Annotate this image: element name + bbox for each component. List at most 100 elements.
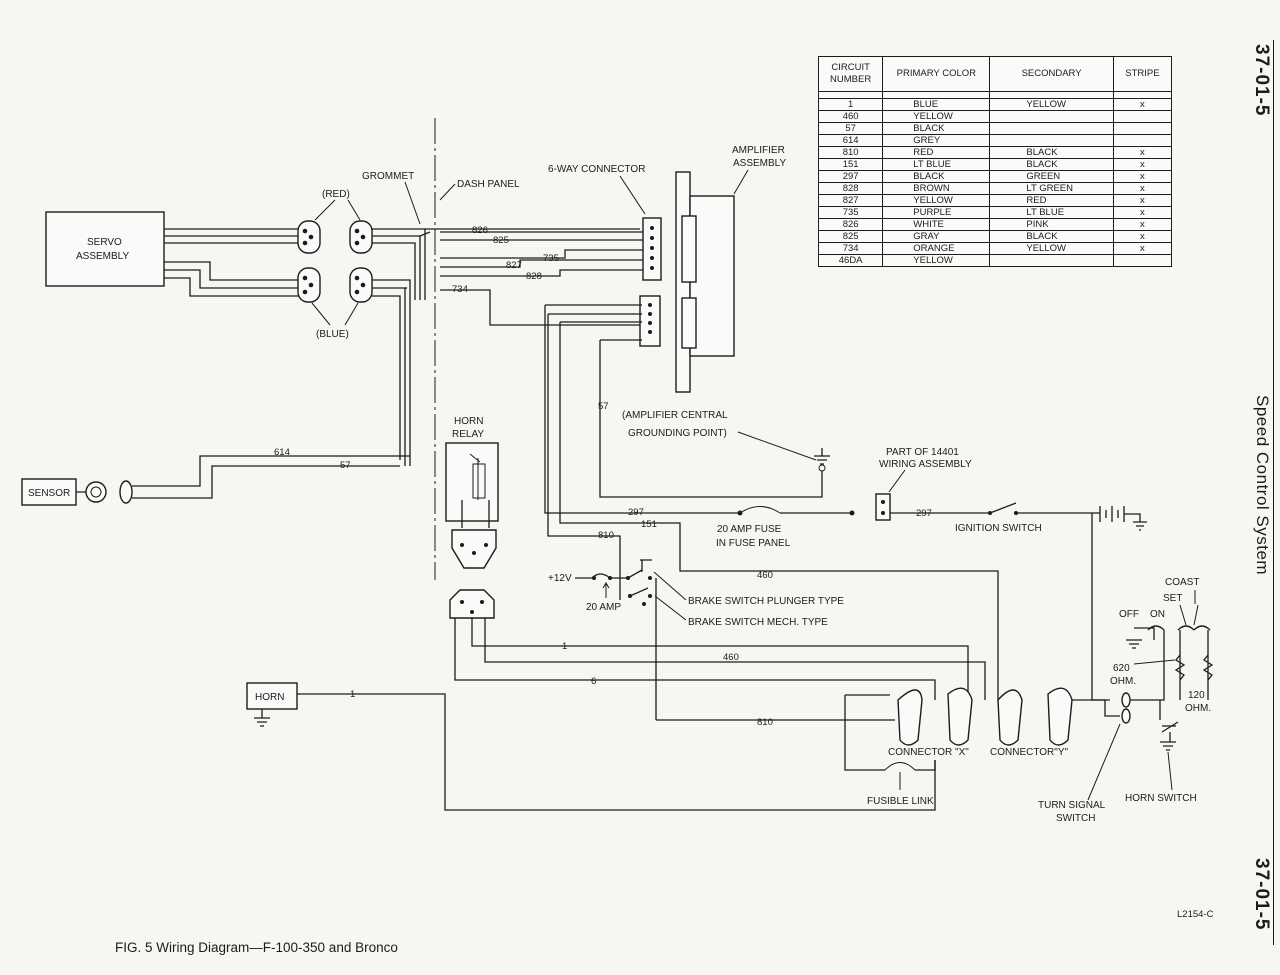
cell-circuit: 1 <box>817 98 884 111</box>
header-primary: PRIMARY COLOR <box>882 56 991 92</box>
amp-ground-label-1: (AMPLIFIER CENTRAL <box>622 410 728 421</box>
connector-x-label: CONNECTOR "X" <box>888 747 969 758</box>
wire-1-label: 1 <box>562 641 567 652</box>
red-connector-right <box>349 220 373 254</box>
cell-secondary: BLACK <box>989 230 1114 243</box>
horn-relay-plug <box>449 589 495 619</box>
header-secondary: SECONDARY <box>989 56 1114 92</box>
blue-connector-right <box>349 267 373 303</box>
cell-circuit: 826 <box>817 218 884 231</box>
horn-switch <box>1160 721 1179 751</box>
table-gap-row <box>817 91 1173 99</box>
cell-primary: YELLOW <box>882 110 991 123</box>
ohm120-label-2: OHM. <box>1185 703 1211 714</box>
cell-circuit: 827 <box>817 194 884 207</box>
horn-switch-label: HORN SWITCH <box>1125 793 1197 804</box>
cell-secondary: LT GREEN <box>989 182 1114 195</box>
cell-primary: YELLOW <box>882 254 991 267</box>
table-header-row: CIRCUIT NUMBER PRIMARY COLOR SECONDARY S… <box>817 56 1173 92</box>
amplifier-assembly <box>675 171 735 393</box>
wire-828-label: 828 <box>526 271 542 282</box>
horn-relay-label-1: HORN <box>454 416 483 427</box>
wire-735-label: 735 <box>543 253 559 264</box>
cell-stripe: x <box>1112 98 1173 111</box>
amplifier-label-1: AMPLIFIER <box>732 145 785 156</box>
connector-y <box>997 687 1073 746</box>
connector-x <box>897 687 973 746</box>
cell-secondary: GREEN <box>989 170 1114 183</box>
set-label: SET <box>1163 593 1182 604</box>
cell-primary: RED <box>882 146 991 159</box>
speed-control-switch <box>1126 590 1214 720</box>
cell-stripe: x <box>1112 158 1173 171</box>
cell-stripe: x <box>1112 230 1173 243</box>
cell-secondary: LT BLUE <box>989 206 1114 219</box>
wire-297-label: 297 <box>628 507 644 518</box>
cell-stripe: x <box>1112 218 1173 231</box>
wire-151-label: 151 <box>641 519 657 530</box>
fuse-symbol <box>739 506 781 514</box>
cell-primary: YELLOW <box>882 194 991 207</box>
cell-circuit: 614 <box>817 134 884 147</box>
battery-symbol <box>1099 506 1147 531</box>
ground-symbol-amp <box>814 448 830 472</box>
brake-mech-label: BRAKE SWITCH MECH. TYPE <box>688 617 828 628</box>
figure-code: L2154-C <box>1177 909 1214 920</box>
cell-secondary: BLACK <box>989 158 1114 171</box>
cell-stripe <box>1112 134 1173 147</box>
cell-circuit: 297 <box>817 170 884 183</box>
header-circuit: CIRCUIT NUMBER <box>817 56 884 92</box>
horn-relay-label-2: RELAY <box>452 429 484 440</box>
on-label: ON <box>1150 609 1165 620</box>
cell-primary: GRAY <box>882 230 991 243</box>
servo-assembly: SERVO ASSEMBLY <box>45 211 165 287</box>
cell-circuit: 460 <box>817 110 884 123</box>
cell-secondary: YELLOW <box>989 242 1114 255</box>
ignition-label: IGNITION SWITCH <box>955 523 1042 534</box>
cell-primary: BLUE <box>882 98 991 111</box>
brake-switch-symbol <box>626 559 657 720</box>
amp20-label: 20 AMP <box>586 602 621 613</box>
cell-secondary <box>989 122 1114 135</box>
cell-primary: ORANGE <box>882 242 991 255</box>
page-code-top: 37-01-5 <box>1251 44 1272 117</box>
six-way-label: 6-WAY CONNECTOR <box>548 164 645 175</box>
wire-810b-label: 810 <box>757 717 773 728</box>
blue-label: (BLUE) <box>316 329 349 340</box>
cell-secondary: BLACK <box>989 146 1114 159</box>
ohm120-label-1: 120 <box>1188 690 1205 701</box>
cell-primary: WHITE <box>882 218 991 231</box>
wire-460b-label: 460 <box>723 652 739 663</box>
cell-stripe: x <box>1112 206 1173 219</box>
fuse-label-2: IN FUSE PANEL <box>716 538 791 549</box>
amplifier-connector-lower <box>639 295 661 347</box>
horn: HORN <box>246 682 298 727</box>
horn-relay <box>445 442 499 569</box>
servo-label-1: SERVO <box>87 237 122 248</box>
wire-614-label: 614 <box>274 447 290 458</box>
cell-secondary: RED <box>989 194 1114 207</box>
part-label-1: PART OF 14401 <box>886 447 959 458</box>
turn-signal-switch <box>1121 692 1131 724</box>
cell-circuit: 828 <box>817 182 884 195</box>
wire-297b-label: 297 <box>916 508 932 519</box>
cell-circuit: 735 <box>817 206 884 219</box>
cell-stripe: x <box>1112 194 1173 207</box>
red-label: (RED) <box>322 189 350 200</box>
cell-stripe <box>1112 122 1173 135</box>
ohm620-label-2: OHM. <box>1110 676 1136 687</box>
amp-ground-label-2: GROUNDING POINT) <box>628 428 727 439</box>
ohm620-label-1: 620 <box>1113 663 1130 674</box>
cell-secondary <box>989 134 1114 147</box>
